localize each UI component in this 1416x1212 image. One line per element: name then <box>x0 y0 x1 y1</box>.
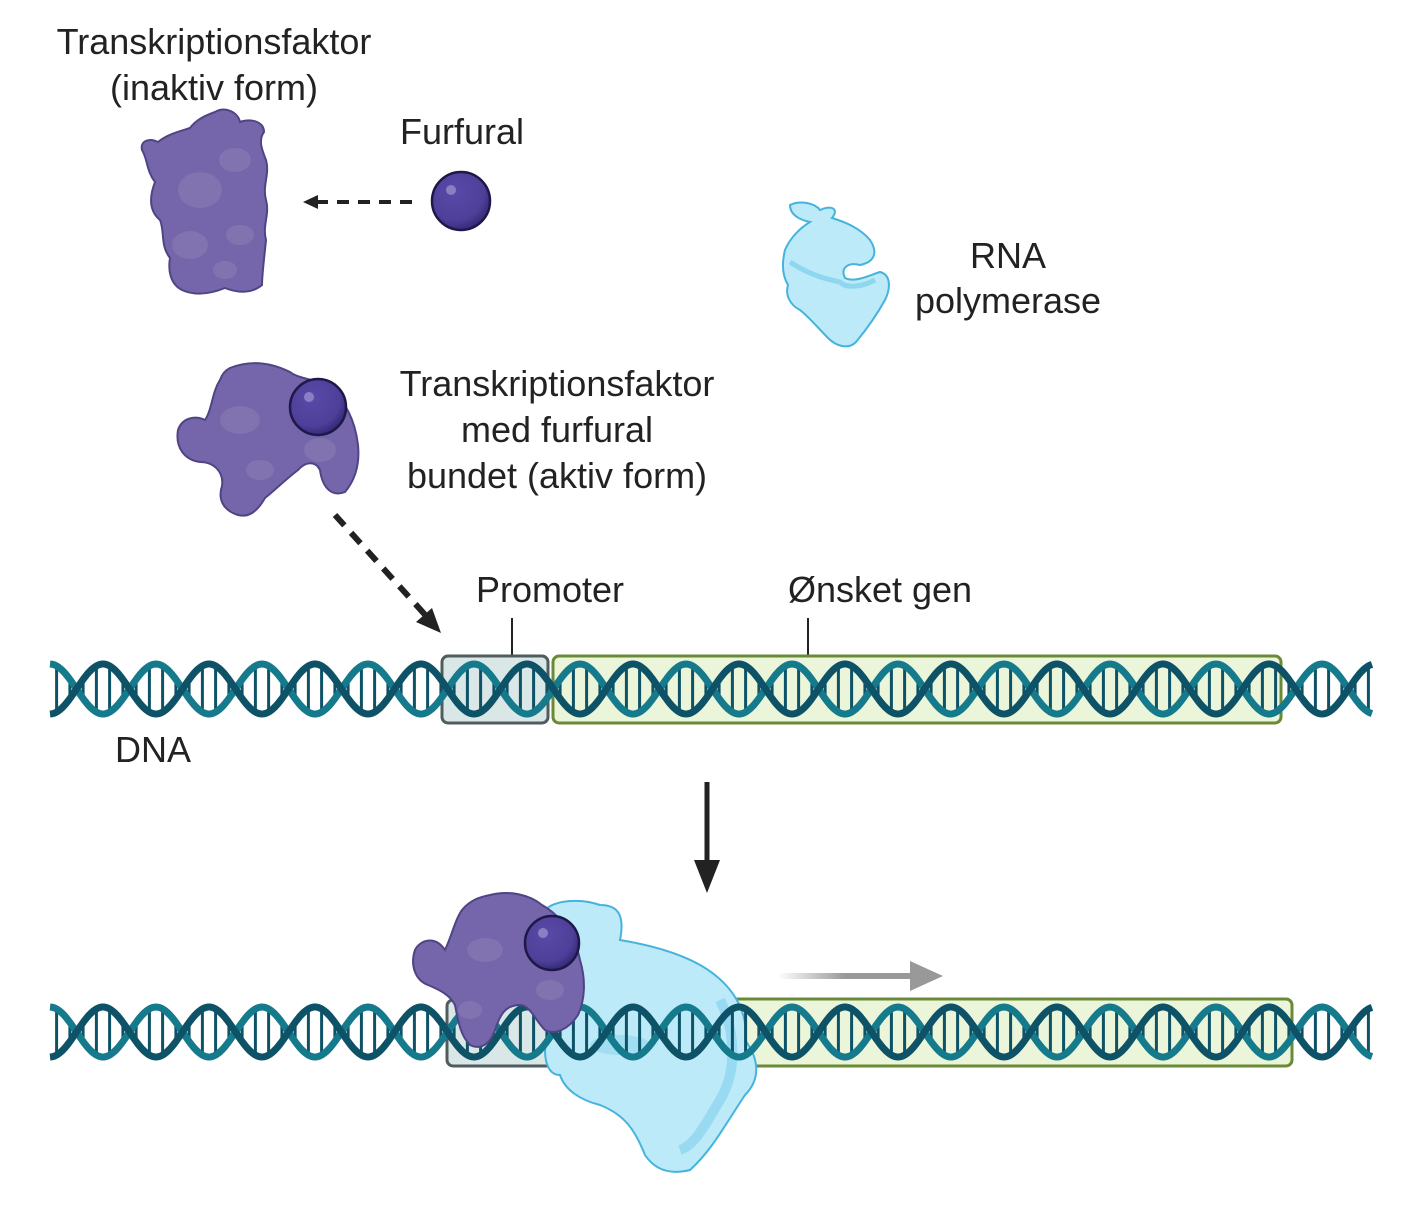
furfural-bound-bottom-icon <box>523 914 581 972</box>
tf-inactive-label-line1: Transkriptionsfaktor <box>57 21 372 62</box>
tf-inactive-label-line2: (inaktiv form) <box>110 67 318 108</box>
promoter-label: Promoter <box>476 569 624 610</box>
tf-active-label-line1: Transkriptionsfaktor <box>400 363 715 404</box>
tf-active-label-line2: med furfural <box>461 409 653 450</box>
tf-to-promoter-arrow-icon <box>332 512 441 633</box>
furfural-molecule-icon <box>430 170 492 232</box>
furfural-label: Furfural <box>400 111 524 152</box>
furfural-bound-icon <box>288 377 348 437</box>
tf-active-label-line3: bundet (aktiv form) <box>407 455 707 496</box>
gene-label: Ønsket gen <box>788 569 972 610</box>
down-arrow-icon <box>694 782 720 893</box>
dna-strand-b <box>49 1003 1374 1061</box>
dna-strand-b <box>49 660 1374 718</box>
dna-helix-top <box>49 660 1374 718</box>
binding-arrow-icon <box>303 195 412 209</box>
rna-polymerase-label-line2: polymerase <box>915 280 1101 321</box>
tf-inactive-protein-icon <box>140 108 269 295</box>
rna-polymerase-icon <box>782 201 890 348</box>
transcription-direction-arrow-icon <box>778 961 943 991</box>
rna-polymerase-label-line1: RNA <box>970 235 1046 276</box>
dna-label: DNA <box>115 729 191 770</box>
dna-helix-bottom <box>49 1003 1374 1061</box>
